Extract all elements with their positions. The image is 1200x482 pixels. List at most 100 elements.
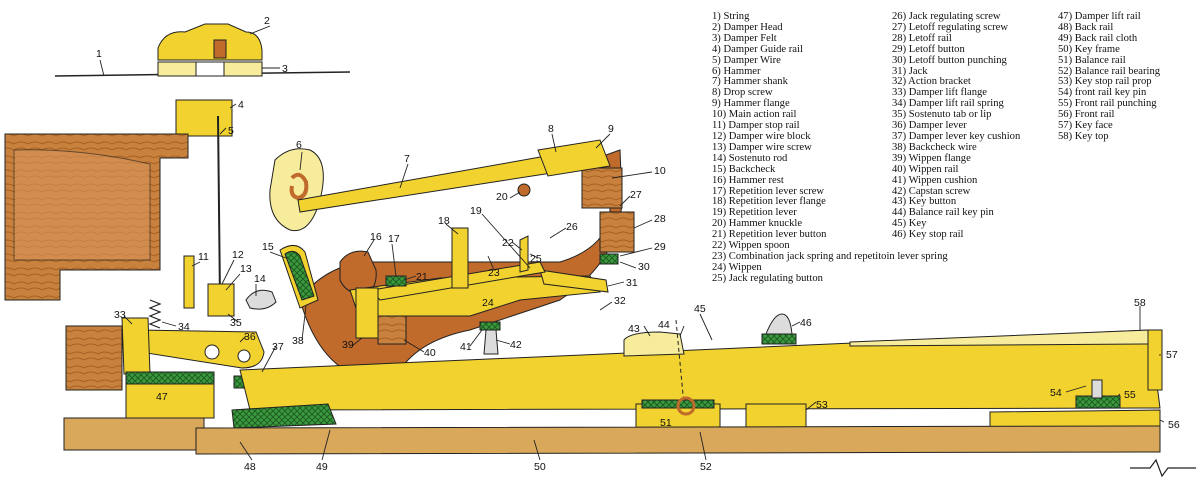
break-mark	[1130, 458, 1196, 478]
damper-lift-rail-spring	[148, 299, 162, 329]
callout-40: 40	[424, 347, 436, 359]
callout-36: 36	[244, 331, 256, 343]
callout-43: 43	[628, 323, 640, 335]
leader-lines	[99, 25, 1165, 461]
repetition-lever-flange	[451, 227, 469, 289]
callout-5: 5	[228, 125, 234, 137]
legend-item: 9) Hammer flange	[712, 98, 790, 110]
legend-item: 24) Wippen	[712, 261, 762, 273]
callout-8: 8	[548, 123, 554, 135]
legend-item: 3) Damper Felt	[712, 32, 777, 44]
callout-38: 38	[292, 335, 304, 347]
legend-item: 4) Damper Guide rail	[712, 43, 803, 55]
callout-46: 46	[800, 317, 812, 329]
legend-item: 44) Balance rail key pin	[892, 207, 994, 219]
callout-27: 27	[630, 189, 642, 201]
back-wood-panel	[13, 149, 151, 261]
callout-1: 1	[96, 48, 102, 60]
legend-item: 5) Damper Wire	[712, 54, 781, 66]
callout-19: 19	[470, 205, 482, 217]
callout-31: 31	[626, 277, 638, 289]
callout-58: 58	[1134, 297, 1146, 309]
legend-item: 42) Capstan screw	[892, 185, 971, 197]
legend-item: 38) Backcheck wire	[892, 141, 977, 153]
callout-54: 54	[1050, 387, 1062, 399]
legend-item: 39) Wippen flange	[892, 152, 971, 164]
callout-57: 57	[1166, 349, 1178, 361]
main-action-rail	[581, 167, 623, 209]
legend-item: 7) Hammer shank	[712, 76, 788, 88]
back-rail	[63, 417, 205, 451]
legend-item: 48) Back rail	[1058, 21, 1114, 33]
callout-12: 12	[232, 249, 244, 261]
legend-item: 18) Repetition lever flange	[712, 196, 826, 208]
callout-33: 33	[114, 309, 126, 321]
callout-22: 22	[502, 237, 514, 249]
parts-legend: 1) String 2) Damper Head 3) Damper Felt …	[712, 11, 1192, 284]
hammer	[269, 148, 324, 232]
callout-48: 48	[244, 461, 256, 473]
wippen-cushion	[479, 321, 501, 331]
callout-55: 55	[1124, 389, 1136, 401]
legend-item: 43) Key button	[892, 196, 957, 208]
legend-item: 49) Back rail cloth	[1058, 32, 1138, 44]
wippen-flange	[355, 287, 379, 339]
legend-item: 6) Hammer	[712, 65, 761, 77]
key-frame	[195, 425, 1161, 455]
legend-column-1: 1) String 2) Damper Head 3) Damper Felt …	[712, 11, 948, 285]
key	[239, 329, 1161, 411]
legend-item: 57) Key face	[1058, 120, 1113, 132]
callout-11: 11	[198, 251, 209, 263]
jack	[539, 269, 609, 293]
callout-3: 3	[282, 63, 288, 75]
legend-item: 29) Letoff button	[892, 43, 965, 55]
callout-numbers: 1 2 3 4 5 6 7 8 9 10 11 12 13 14 15 16 1…	[96, 15, 1180, 473]
callout-4: 4	[238, 99, 244, 111]
legend-item: 10) Main action rail	[712, 109, 797, 121]
callout-42: 42	[510, 339, 522, 351]
legend-item: 25) Jack regulating button	[712, 272, 823, 284]
sostenuto-rod	[245, 289, 277, 310]
damper-lift-flange	[65, 325, 123, 391]
front-rail-key-pin	[1091, 379, 1103, 399]
damper-lift-rail-felt	[125, 371, 215, 385]
wippen-rail	[377, 315, 407, 345]
callout-50: 50	[534, 461, 546, 473]
damper-stop-rail	[183, 255, 195, 309]
legend-item: 40) Wippen rail	[892, 163, 959, 175]
callout-21: 21	[416, 271, 428, 283]
callout-26: 26	[566, 221, 578, 233]
damper-lift-rail	[125, 381, 215, 419]
callout-16: 16	[370, 231, 382, 243]
hammer-flange	[537, 139, 611, 177]
capstan-screw	[483, 329, 499, 355]
key-top-bar	[849, 329, 1153, 347]
damper-lift-flange-arm	[121, 317, 151, 375]
legend-item: 28) Letoff rail	[892, 32, 952, 44]
callout-20: 20	[496, 191, 508, 203]
legend-item: 2) Damper Head	[712, 21, 783, 33]
legend-item: 34) Damper lift rail spring	[892, 98, 1004, 110]
callout-9: 9	[608, 123, 614, 135]
hammer-knuckle	[517, 183, 531, 197]
key-button	[623, 331, 685, 357]
legend-item: 37) Damper lever key cushion	[892, 130, 1021, 142]
legend-item: 41) Wippen cushion	[892, 174, 978, 186]
damper-lever	[137, 329, 265, 369]
key-face	[1147, 329, 1163, 391]
callout-56: 56	[1168, 419, 1180, 431]
damper-lever-pivot	[204, 344, 220, 360]
callout-44: 44	[658, 319, 670, 331]
legend-item: 32) Action bracket	[892, 76, 971, 88]
legend-item: 46) Key stop rail	[892, 229, 964, 241]
legend-item: 13) Damper wire screw	[712, 141, 812, 153]
legend-item: 58) Key top	[1058, 130, 1109, 142]
damper-head	[157, 23, 263, 61]
callout-14: 14	[254, 273, 266, 285]
key-stop-rail	[765, 313, 793, 335]
legend-item: 51) Balance rail	[1058, 54, 1126, 66]
legend-item: 26) Jack regulating screw	[892, 11, 1001, 22]
callout-6: 6	[296, 139, 302, 151]
callout-32: 32	[614, 295, 626, 307]
